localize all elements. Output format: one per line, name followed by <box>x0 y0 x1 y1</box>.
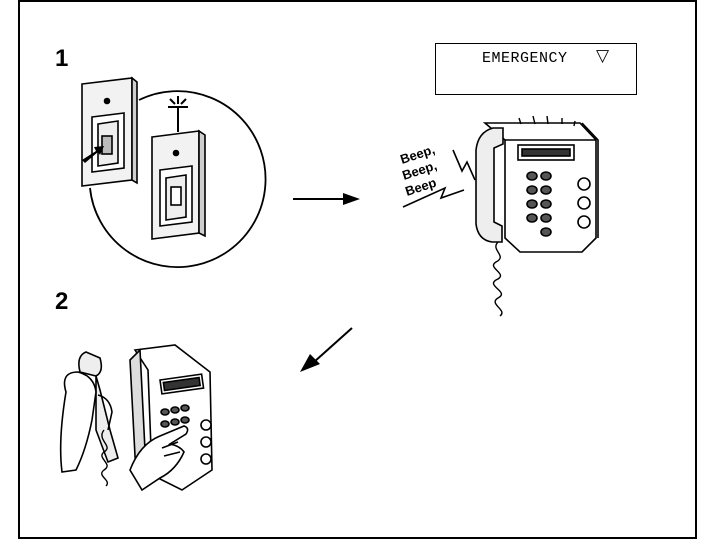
zoomed-switch-plate <box>152 131 205 239</box>
step-number-1: 1 <box>55 45 68 73</box>
wall-switch-plate <box>82 78 137 186</box>
sound-bolt-icon <box>453 150 475 180</box>
step-number-2: 2 <box>55 288 68 316</box>
down-triangle-icon: ▽ <box>596 46 609 66</box>
display-text: EMERGENCY <box>482 50 568 67</box>
right-arrow-icon <box>293 193 360 205</box>
light-spark-icon <box>168 96 188 132</box>
hand-holding-handset <box>61 352 118 486</box>
intercom-phone <box>476 123 598 316</box>
diagonal-arrow-icon <box>300 328 352 372</box>
emergency-display: EMERGENCY ▽ <box>435 43 637 95</box>
